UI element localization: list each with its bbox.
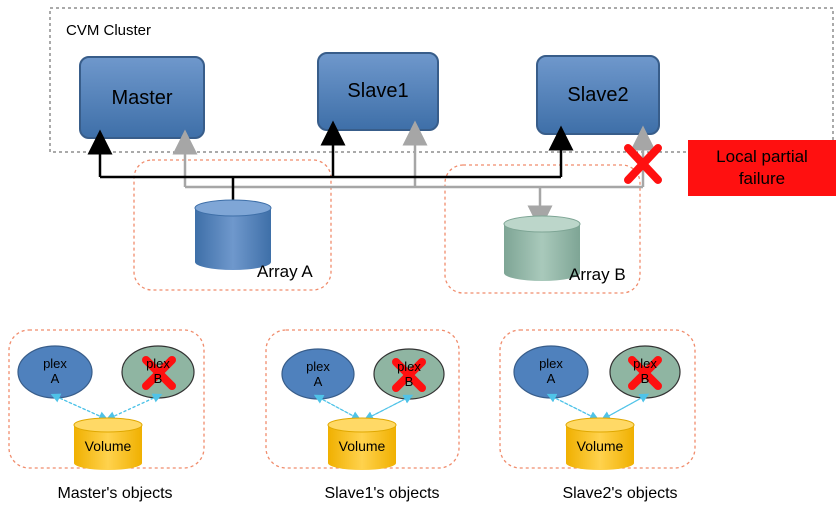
array-a-disk [194, 199, 272, 270]
plex-b-line2: B [640, 371, 650, 386]
slave2-plex-b-label: plex B [625, 356, 665, 386]
cluster-boundary [49, 7, 834, 153]
plex-b-line1: plex [397, 359, 421, 374]
plex-b-line2: B [153, 371, 163, 386]
plex-a-line2: A [313, 374, 323, 389]
plex-b-failure-icon [628, 356, 662, 390]
master-volume-label: Volume [84, 438, 132, 454]
plex-a-line2: A [546, 371, 556, 386]
failure-label-line2: failure [738, 169, 786, 188]
plex-b-line1: plex [633, 356, 657, 371]
master-objects [17, 345, 195, 470]
plex-a-line1: plex [306, 359, 330, 374]
master-plex-b-label: plex B [138, 356, 178, 386]
array-a-label: Array A [257, 262, 313, 281]
slave1-objects [281, 348, 445, 470]
slave1-label: Slave1 [347, 80, 409, 102]
plex-b-failure-icon [392, 358, 426, 392]
failure-x-icon [624, 144, 662, 184]
master-plex-a-label: plex A [30, 356, 80, 386]
array-b-group [444, 164, 641, 294]
slave2-label: Slave2 [567, 84, 629, 106]
plex-b-failure-icon [142, 356, 176, 390]
slave2-volume-label: Volume [576, 438, 624, 454]
master-label: Master [111, 87, 173, 109]
plex-b-line2: B [404, 374, 414, 389]
array-a-links [87, 120, 574, 235]
plex-a-line1: plex [43, 356, 67, 371]
slave1-volume-label: Volume [338, 438, 386, 454]
master-objects-caption: Master's objects [57, 485, 173, 502]
slave2-plex-a-label: plex A [526, 356, 576, 386]
array-b-links [172, 120, 656, 231]
slave1-node-box [317, 52, 439, 131]
slave2-objects [513, 345, 681, 470]
slave2-node-box [536, 55, 660, 135]
array-a-group [133, 159, 332, 291]
failure-callout: Local partial failure [688, 140, 836, 196]
cluster-label: CVM Cluster [66, 22, 152, 39]
plex-b-line1: plex [146, 356, 170, 371]
failure-label-line1: Local partial [716, 147, 808, 166]
slave1-plex-b-label: plex B [389, 359, 429, 389]
slave1-objects-caption: Slave1's objects [324, 485, 440, 502]
master-node-box [79, 56, 205, 139]
array-b-disk [503, 215, 581, 281]
slave1-plex-a-label: plex A [293, 359, 343, 389]
plex-a-line1: plex [539, 356, 563, 371]
plex-a-line2: A [50, 371, 60, 386]
slave2-objects-caption: Slave2's objects [562, 485, 678, 502]
slave1-objects-group [265, 329, 460, 469]
array-b-label: Array B [569, 265, 626, 284]
